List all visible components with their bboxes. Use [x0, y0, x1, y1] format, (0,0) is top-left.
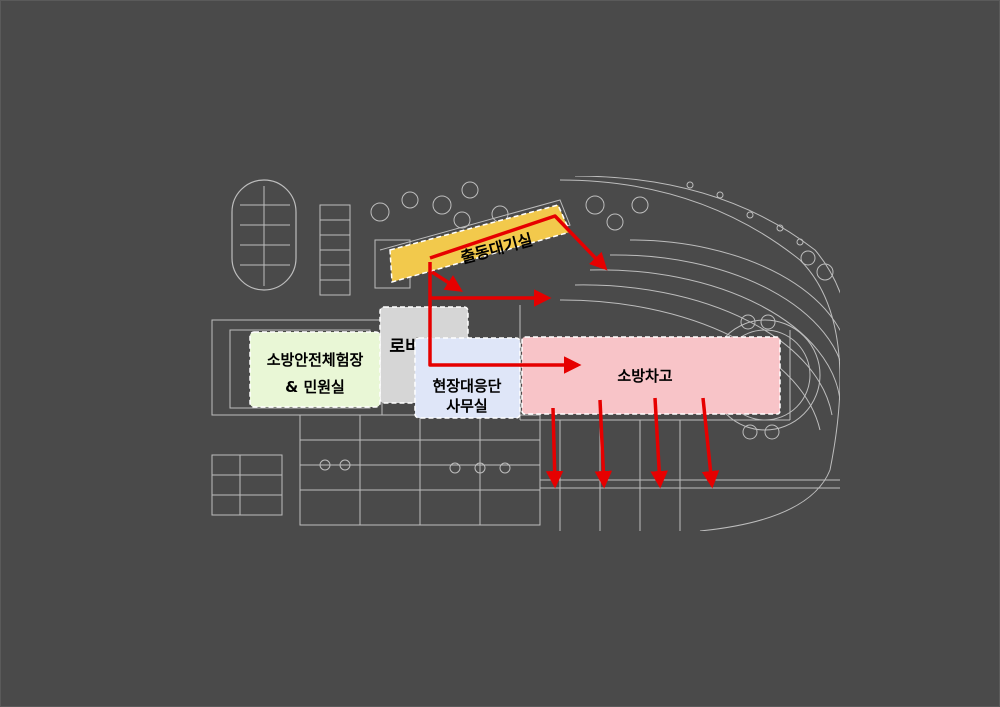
zone-garage: 소방차고 — [521, 336, 781, 415]
zone-dispatch-room: 출동대기실 — [389, 204, 572, 283]
arrow-garage-exit-1 — [545, 407, 564, 489]
arrow-garage-exit-4 — [701, 397, 720, 489]
arrow-dispatch-to-front — [429, 214, 608, 271]
circulation-arrows — [428, 214, 720, 489]
arrow-garage-exit-3 — [650, 397, 668, 489]
experience-hall-label-line1: 소방안전체험장 — [267, 351, 364, 369]
garage-label: 소방차고 — [617, 367, 672, 385]
arrow-dispatch-mid — [431, 270, 463, 292]
zone-experience-hall: 소방안전체험장 & 민원실 — [249, 331, 381, 408]
lobby-label: 로비 — [389, 337, 420, 357]
response-office-label-line1: 현장대응단 — [432, 377, 501, 395]
experience-hall-label-line2: & 민원실 — [285, 378, 345, 396]
response-office-label-line2: 사무실 — [446, 397, 487, 415]
arrow-garage-exit-2 — [594, 399, 613, 489]
zone-response-office: 현장대응단 사무실 — [414, 337, 521, 419]
